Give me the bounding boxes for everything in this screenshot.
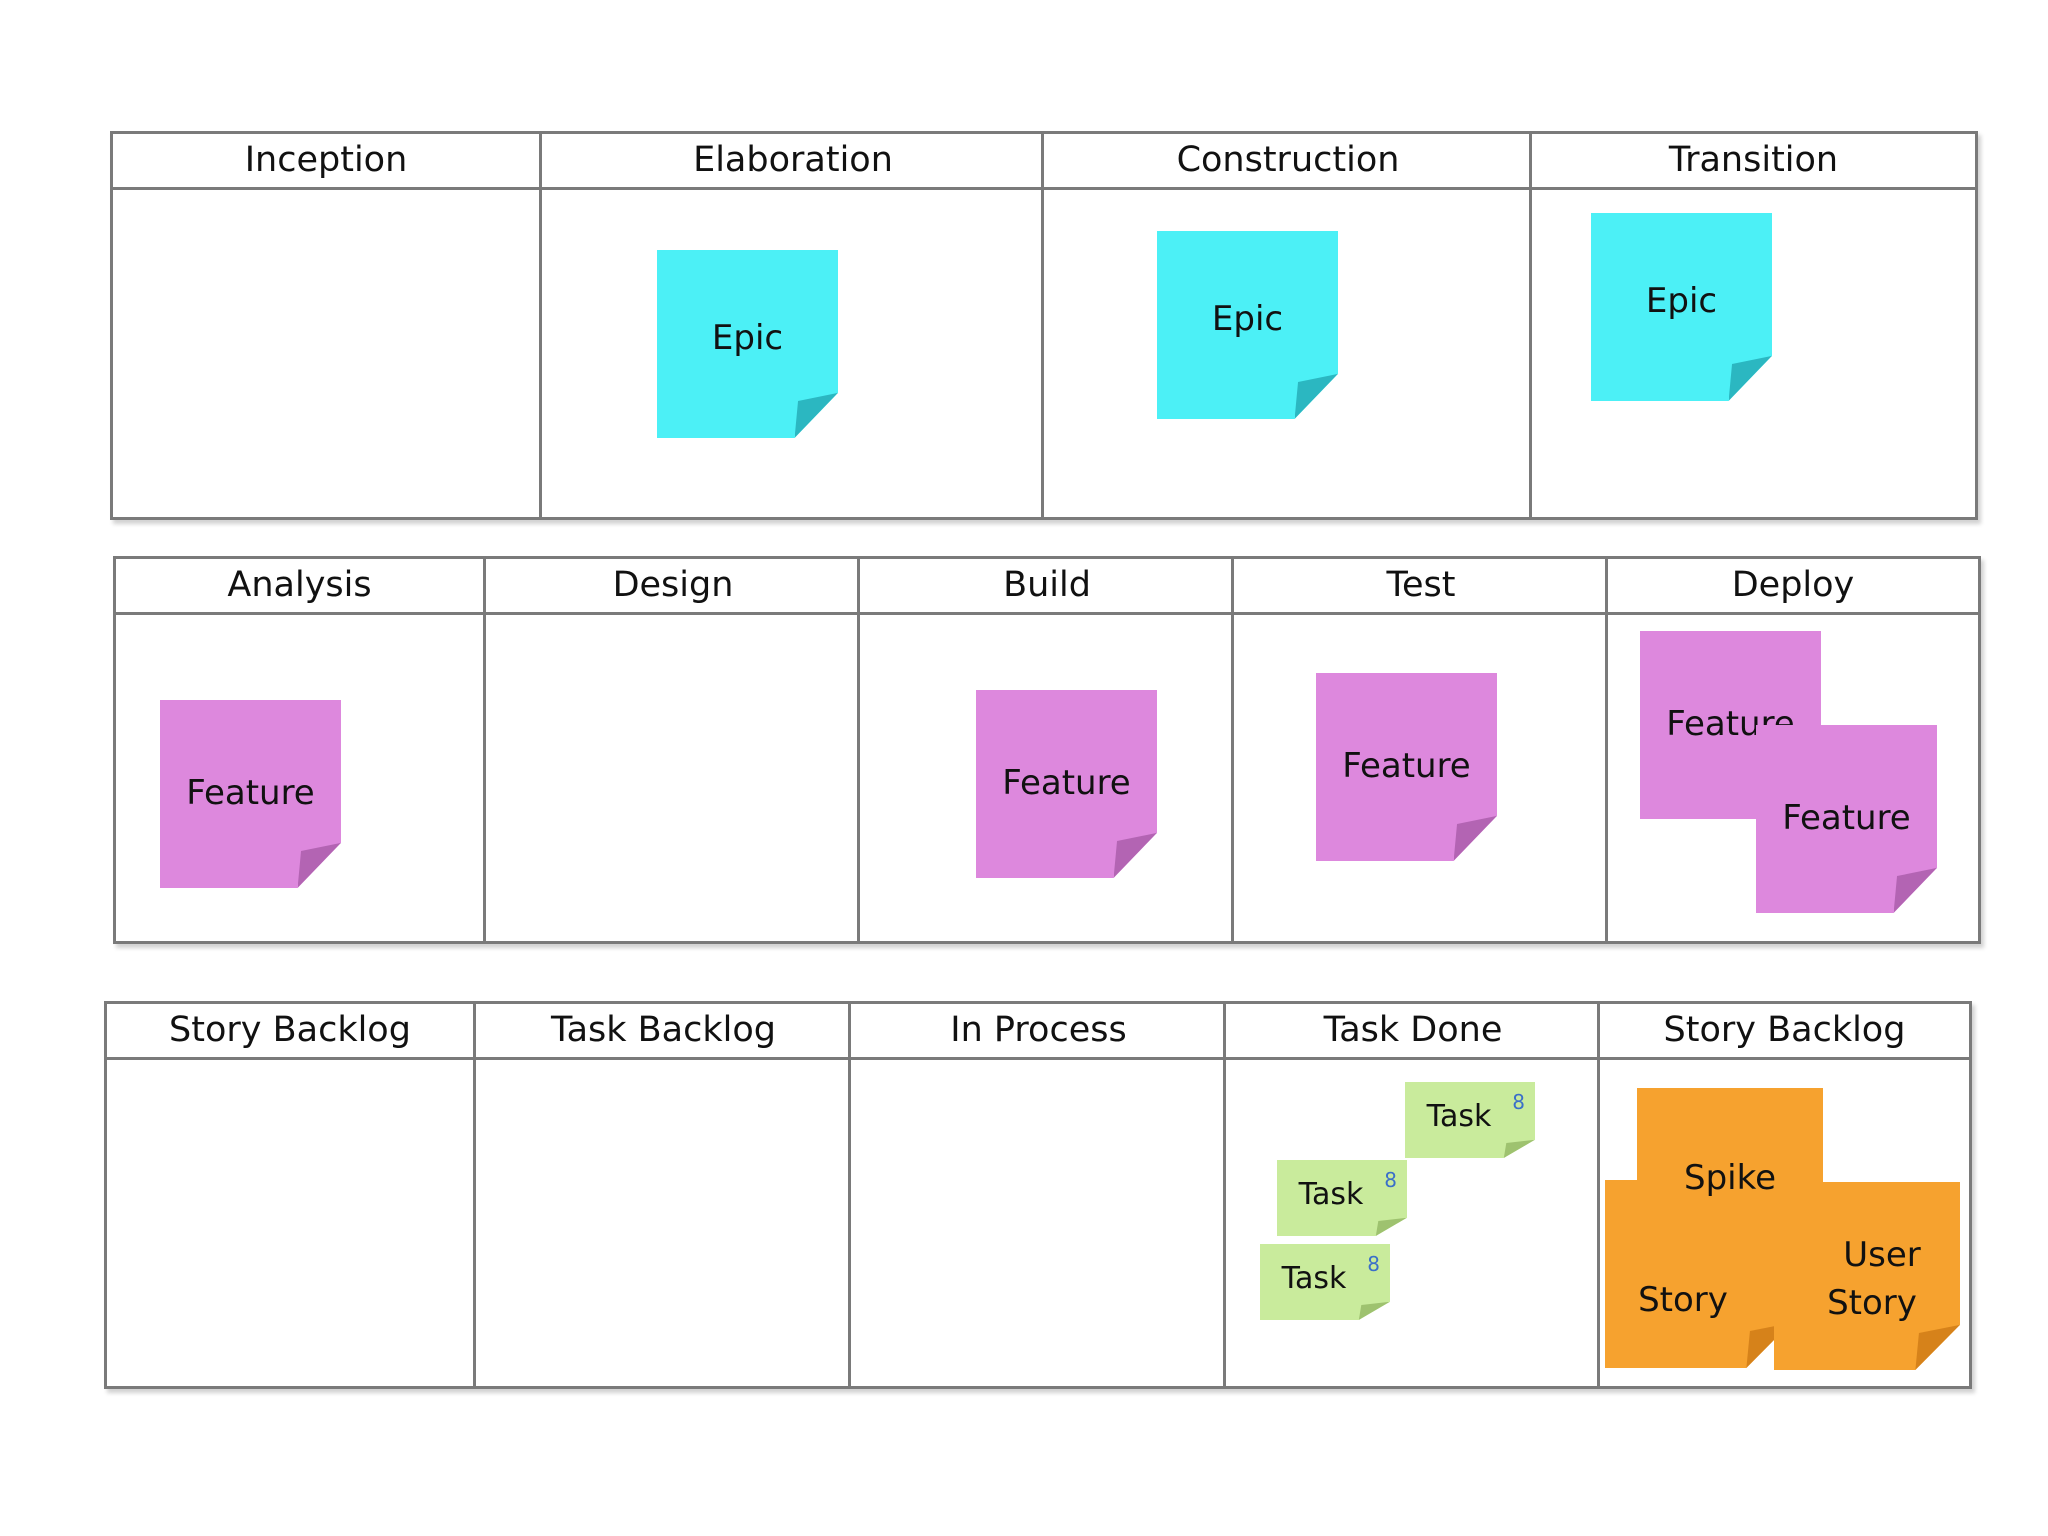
epic-note[interactable]: Epic bbox=[1591, 213, 1772, 401]
task-note[interactable]: Task 8 bbox=[1277, 1160, 1407, 1236]
epic-note[interactable]: Epic bbox=[1157, 231, 1338, 419]
task-note[interactable]: Task 8 bbox=[1405, 1082, 1535, 1158]
column-story-backlog: Story Backlog bbox=[107, 1004, 473, 1386]
estimate-badge: 8 bbox=[1512, 1090, 1525, 1114]
column-inception: Inception bbox=[113, 134, 539, 517]
column-build: Build bbox=[857, 559, 1234, 941]
estimate-badge: 8 bbox=[1384, 1168, 1397, 1192]
column-task-done: Task Done bbox=[1223, 1004, 1600, 1386]
estimate-badge: 8 bbox=[1367, 1252, 1380, 1276]
note-label: Task bbox=[1426, 1099, 1492, 1134]
note-label: Spike bbox=[1683, 1158, 1776, 1198]
column-design: Design bbox=[483, 559, 860, 941]
column-in-process: In Process bbox=[848, 1004, 1226, 1386]
epic-note[interactable]: Epic bbox=[657, 250, 838, 438]
note-label: Task bbox=[1281, 1261, 1347, 1296]
column-transition: Transition bbox=[1529, 134, 1975, 517]
column-header: Inception bbox=[113, 134, 539, 190]
note-label: Feature bbox=[1002, 763, 1131, 803]
task-note[interactable]: Task 8 bbox=[1260, 1244, 1390, 1320]
column-header: Story Backlog bbox=[1600, 1004, 1969, 1060]
column-elaboration: Elaboration bbox=[539, 134, 1044, 517]
column-task-backlog: Task Backlog bbox=[473, 1004, 851, 1386]
note-label: Epic bbox=[711, 318, 784, 358]
column-header: Task Backlog bbox=[476, 1004, 851, 1060]
column-construction: Construction bbox=[1041, 134, 1532, 517]
note-label: Feature bbox=[1342, 746, 1471, 786]
column-analysis: Analysis bbox=[116, 559, 483, 941]
column-deploy: Deploy bbox=[1605, 559, 1978, 941]
note-label: Task bbox=[1298, 1177, 1364, 1212]
feature-note[interactable]: Feature bbox=[160, 700, 341, 888]
column-header: Design bbox=[486, 559, 860, 615]
column-header: Build bbox=[860, 559, 1234, 615]
note-label: Feature bbox=[1782, 798, 1911, 838]
feature-note[interactable]: Feature bbox=[976, 690, 1157, 878]
note-label: Feature bbox=[186, 773, 315, 813]
user-story-note[interactable]: User Story bbox=[1774, 1182, 1960, 1370]
note-label: Story bbox=[1638, 1280, 1728, 1320]
column-test: Test bbox=[1231, 559, 1608, 941]
note-label: Story bbox=[1827, 1283, 1917, 1323]
note-label: Epic bbox=[1211, 299, 1284, 339]
column-header: Task Done bbox=[1226, 1004, 1600, 1060]
column-header: Story Backlog bbox=[107, 1004, 473, 1060]
note-label: Epic bbox=[1645, 281, 1718, 321]
feature-note[interactable]: Feature bbox=[1316, 673, 1497, 861]
column-header: Analysis bbox=[116, 559, 483, 615]
column-story-backlog-2: Story Backlog bbox=[1597, 1004, 1969, 1386]
column-header: In Process bbox=[851, 1004, 1226, 1060]
feature-note-front[interactable]: Feature bbox=[1756, 725, 1937, 913]
column-header: Deploy bbox=[1608, 559, 1978, 615]
column-header: Elaboration bbox=[542, 134, 1044, 190]
column-header: Test bbox=[1234, 559, 1608, 615]
note-label: User bbox=[1843, 1235, 1921, 1275]
column-header: Transition bbox=[1532, 134, 1975, 190]
column-header: Construction bbox=[1044, 134, 1532, 190]
